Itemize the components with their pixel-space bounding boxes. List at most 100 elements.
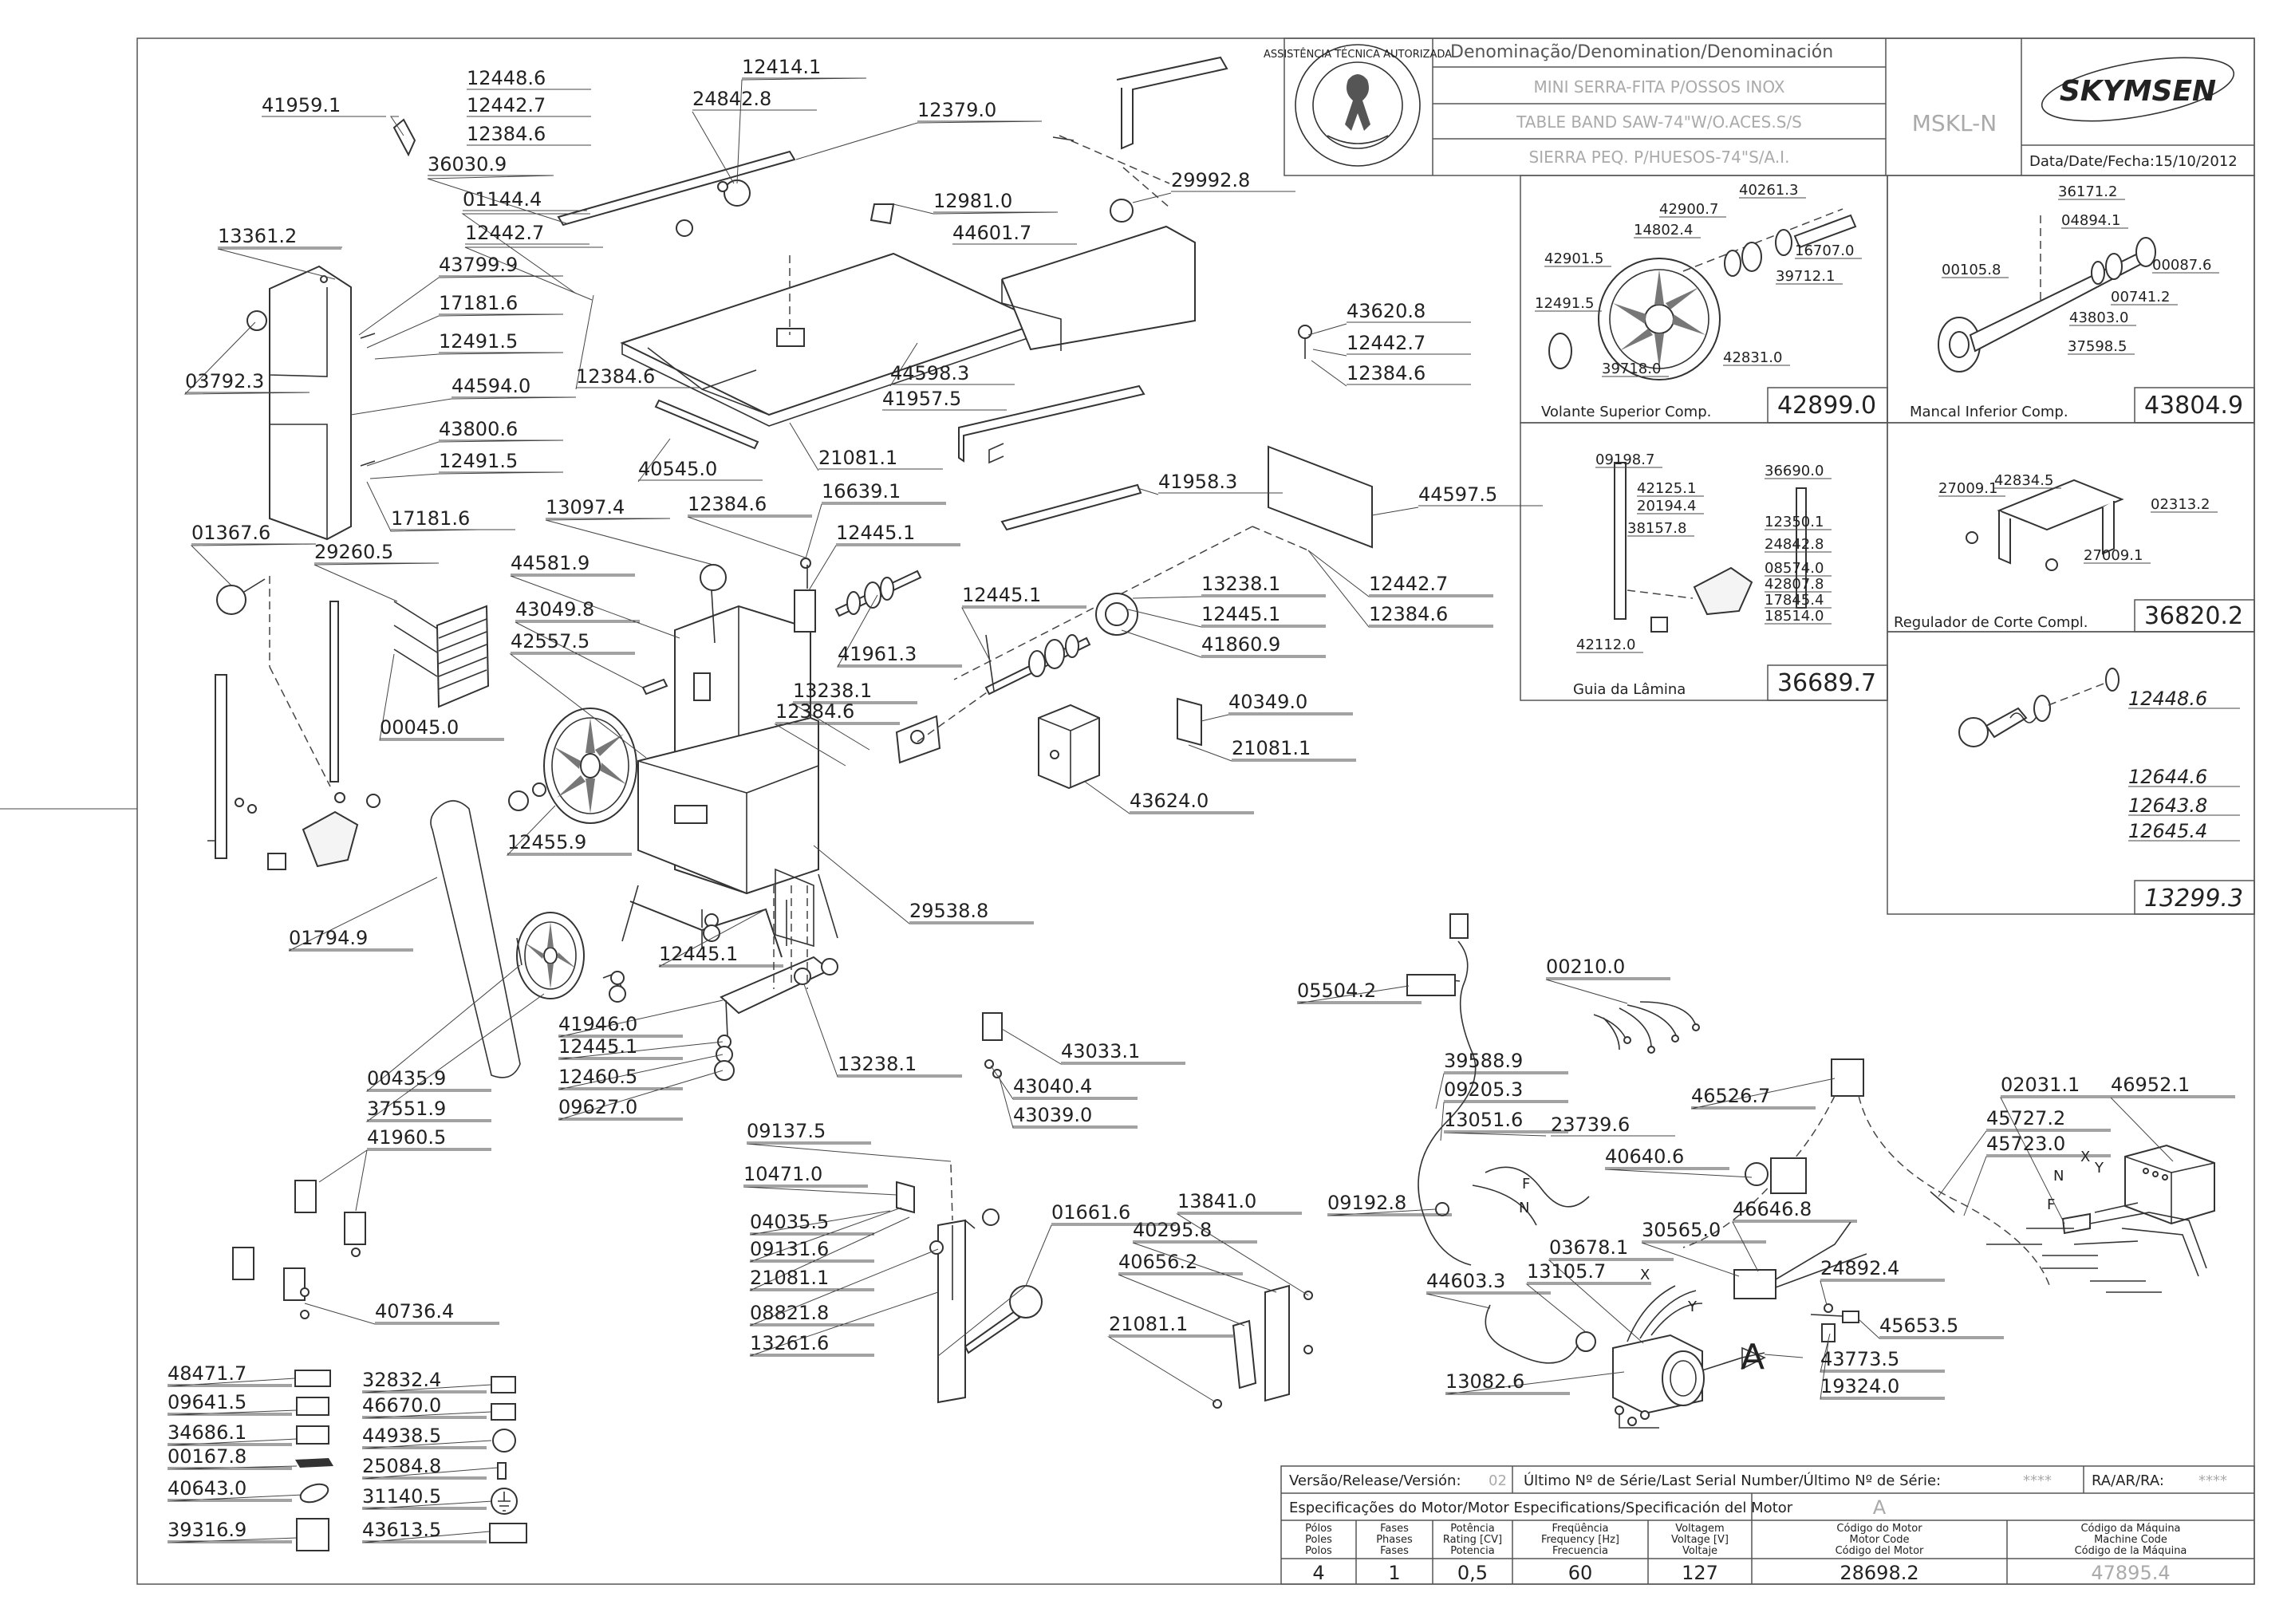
part-label: 17181.6 xyxy=(439,292,518,314)
part-label: 05504.2 xyxy=(1297,980,1376,1002)
spec-column-head: Rating [CV] xyxy=(1443,1534,1502,1546)
part-label: 12384.6 xyxy=(467,123,546,145)
motor-housing xyxy=(637,716,819,895)
spec-column-value: 4 xyxy=(1312,1562,1324,1584)
spec-column-head: Pólos xyxy=(1305,1523,1332,1535)
box-title-guia: Guia da Lâmina xyxy=(1573,681,1686,698)
spec-column-head: Freqüência xyxy=(1552,1523,1608,1535)
part-label: 40736.4 xyxy=(375,1300,454,1322)
lower-wheel xyxy=(516,912,585,999)
part-label: 46526.7 xyxy=(1691,1085,1770,1107)
part-label: 03792.3 xyxy=(185,370,264,392)
detail-part-label: 04894.1 xyxy=(2061,212,2120,229)
part-label: 13097.4 xyxy=(546,496,625,518)
part-label: 21081.1 xyxy=(750,1267,829,1289)
part-label: 12445.1 xyxy=(558,1035,637,1058)
spec-column-head: Motor Code xyxy=(1850,1534,1910,1546)
part-label: 12491.5 xyxy=(439,450,518,472)
name-es: SIERRA PEQ. P/HUESOS-74"S/A.I. xyxy=(1529,148,1790,167)
detail-part-label: 12491.5 xyxy=(1535,295,1594,312)
part-label: 45653.5 xyxy=(1879,1315,1958,1337)
detail-part-label: 08574.0 xyxy=(1765,560,1824,577)
spec-column-head: Fases xyxy=(1380,1523,1409,1535)
part-label: 43799.9 xyxy=(439,254,518,276)
box-code-regulador: 36820.2 xyxy=(2144,602,2243,630)
detail-part-label: 12644.6 xyxy=(2128,766,2207,788)
detail-part-label: 37598.5 xyxy=(2068,338,2127,355)
decal-icons xyxy=(294,1370,527,1551)
part-label: 12442.7 xyxy=(465,222,544,244)
detail-part-label: 27009.1 xyxy=(1938,480,1997,497)
part-label: 34686.1 xyxy=(168,1421,246,1444)
detail-part-label: 09198.7 xyxy=(1595,451,1654,468)
part-label: 25084.8 xyxy=(362,1455,441,1477)
part-label: 12384.6 xyxy=(775,700,854,723)
motor-spec-label: Especificações do Motor/Motor Especifica… xyxy=(1289,1500,1793,1516)
detail-part-label: 24842.8 xyxy=(1765,536,1824,553)
detail-part-label: 16707.0 xyxy=(1795,242,1854,259)
part-label: 13051.6 xyxy=(1444,1109,1523,1131)
detail-part-label: 40261.3 xyxy=(1739,182,1798,199)
part-label: 09137.5 xyxy=(747,1120,826,1142)
detail-part-label: 20194.4 xyxy=(1637,498,1696,514)
part-label: 12384.6 xyxy=(1369,603,1448,625)
part-label: 40656.2 xyxy=(1118,1251,1197,1273)
version-value: 02 xyxy=(1489,1472,1507,1489)
part-label: 09627.0 xyxy=(558,1096,637,1118)
part-label: 41960.5 xyxy=(367,1126,446,1149)
part-label: 12442.7 xyxy=(467,94,546,116)
part-label: 01794.9 xyxy=(289,927,368,949)
part-label: 46952.1 xyxy=(2111,1074,2190,1096)
part-label: 40643.0 xyxy=(168,1477,246,1500)
detail-part-label: 39712.1 xyxy=(1776,268,1835,285)
part-label: 44598.3 xyxy=(890,362,969,384)
part-label: 12384.6 xyxy=(1347,362,1426,384)
detail-part-label: 00087.6 xyxy=(2152,257,2211,274)
part-label: 13261.6 xyxy=(750,1332,829,1354)
wire-y-motor: Y xyxy=(1687,1299,1698,1315)
part-label: 43773.5 xyxy=(1820,1348,1899,1370)
part-label: 37551.9 xyxy=(367,1098,446,1120)
seal-text: ASSISTÊNCIA TÉCNICA AUTORIZADA xyxy=(1264,48,1452,61)
serial-value: **** xyxy=(2023,1472,2052,1489)
part-label: 29260.5 xyxy=(314,541,393,563)
detail-part-label: 27009.1 xyxy=(2084,547,2143,564)
part-label: 00435.9 xyxy=(367,1067,446,1090)
part-label: 44581.9 xyxy=(511,552,590,574)
cut-regulator-sketch xyxy=(1966,479,2124,571)
part-label: 02031.1 xyxy=(2001,1074,2080,1096)
wire-x-motor: X xyxy=(1640,1267,1650,1283)
model-code: MSKL-N xyxy=(1912,110,1997,136)
blade-shield xyxy=(1268,445,1373,549)
part-label: 13361.2 xyxy=(218,225,297,247)
vent-grid xyxy=(436,605,490,708)
part-label: 42557.5 xyxy=(511,630,590,652)
part-label: 48471.7 xyxy=(168,1362,246,1385)
spec-column-head: Frecuencia xyxy=(1552,1545,1608,1557)
part-label: 12442.7 xyxy=(1369,573,1448,595)
part-label: 41860.9 xyxy=(1201,633,1280,656)
spec-column-head: Frequency [Hz] xyxy=(1541,1534,1619,1546)
part-label: 12384.6 xyxy=(688,493,767,515)
part-label: 29992.8 xyxy=(1171,169,1250,191)
part-label: 43033.1 xyxy=(1061,1040,1140,1062)
detail-part-label: 12645.4 xyxy=(2128,820,2207,842)
box-code-kit: 13299.3 xyxy=(2144,885,2243,913)
part-label: 13105.7 xyxy=(1527,1260,1606,1283)
name-pt: MINI SERRA-FITA P/OSSOS INOX xyxy=(1534,77,1785,97)
part-label: 21081.1 xyxy=(818,447,897,469)
part-label: 31140.5 xyxy=(362,1485,441,1508)
detail-part-label: 42901.5 xyxy=(1544,250,1603,267)
wire-x-box: X xyxy=(2080,1149,2090,1165)
part-label: 46646.8 xyxy=(1733,1198,1812,1220)
svg-text:SKYMSEN: SKYMSEN xyxy=(2060,75,2216,108)
brand-logo: SKYMSEN xyxy=(2041,57,2235,122)
box-code-guia: 36689.7 xyxy=(1777,669,1876,697)
detail-part-label: 00741.2 xyxy=(2111,289,2170,305)
detail-part-label: 00105.8 xyxy=(1942,262,2001,278)
spec-column-head: Voltaje xyxy=(1682,1545,1717,1557)
part-label: 21081.1 xyxy=(1109,1313,1188,1335)
part-label: 12460.5 xyxy=(558,1066,637,1088)
part-label: 12379.0 xyxy=(917,99,996,121)
part-label: 12445.1 xyxy=(1201,603,1280,625)
